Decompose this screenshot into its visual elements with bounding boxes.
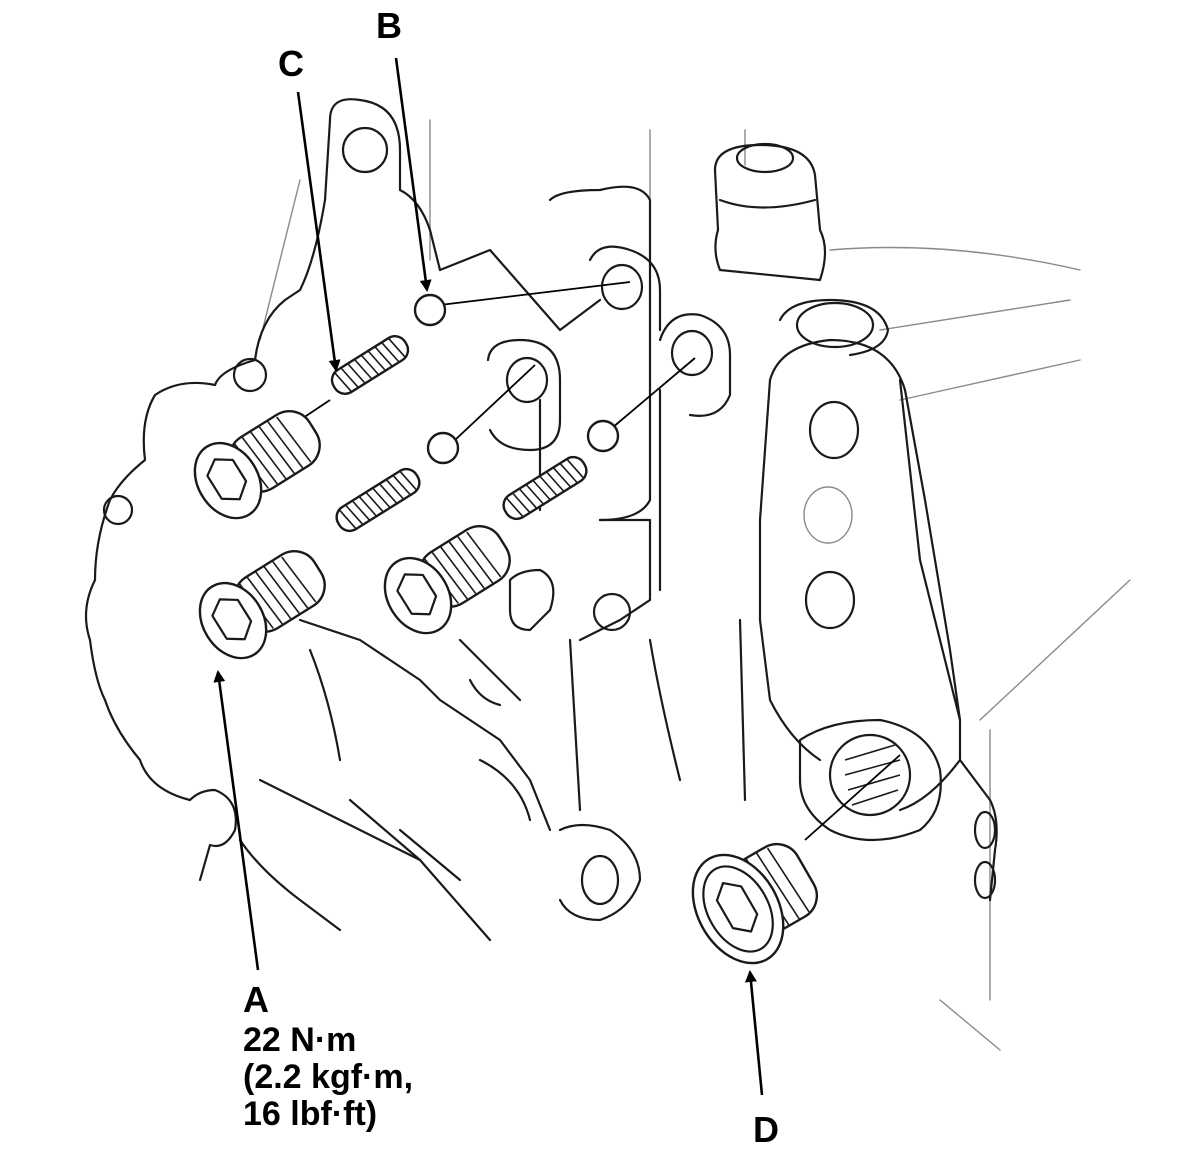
valve-body bbox=[298, 185, 747, 922]
torque-spec-line-lbfft: 16 lbf·ft) bbox=[243, 1095, 378, 1133]
check-ball bbox=[426, 431, 460, 465]
top-boss bbox=[713, 142, 890, 357]
leader-d bbox=[744, 970, 764, 1096]
callout-label-c: C bbox=[278, 43, 304, 84]
bolt-a bbox=[198, 550, 326, 660]
bolts bbox=[193, 410, 511, 660]
check-balls bbox=[413, 293, 620, 465]
spring-c bbox=[330, 335, 410, 395]
callout-label-a: A bbox=[243, 979, 269, 1020]
callout-leaders bbox=[213, 57, 764, 1096]
spring bbox=[335, 467, 421, 533]
left-casing bbox=[84, 98, 492, 942]
right-bracket bbox=[758, 338, 998, 902]
leader-c bbox=[296, 91, 341, 372]
leader-b bbox=[394, 57, 432, 292]
sealing-plug-d bbox=[691, 842, 819, 965]
bolt bbox=[383, 525, 511, 635]
torque-spec-line-kgfm: (2.2 kgf·m, bbox=[243, 1058, 414, 1096]
torque-specification: 22 N·m (2.2 kgf·m, 16 lbf·ft) bbox=[243, 1022, 413, 1133]
bolt bbox=[193, 410, 321, 520]
callout-label-b: B bbox=[376, 5, 402, 46]
explode-guide-lines bbox=[299, 281, 901, 841]
check-ball bbox=[586, 419, 620, 453]
check-ball-b bbox=[413, 293, 447, 327]
spring bbox=[502, 455, 588, 521]
torque-spec-line-nm: 22 N·m bbox=[243, 1021, 357, 1059]
leader-a bbox=[213, 670, 260, 971]
springs bbox=[330, 335, 588, 533]
callout-label-d: D bbox=[753, 1109, 779, 1150]
